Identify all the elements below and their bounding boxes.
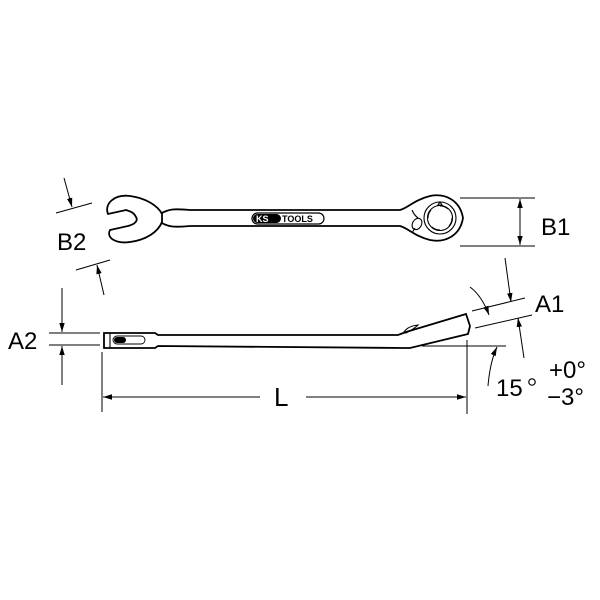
dimension-a1: A1 xyxy=(471,257,564,359)
angle-tolerance-minus: −3° xyxy=(547,384,584,411)
dimension-b2: B2 xyxy=(55,177,111,296)
logo-tools-text: TOOLS xyxy=(282,214,313,224)
brand-logo: KS TOOLS xyxy=(251,212,325,225)
degree-symbol xyxy=(528,378,536,386)
label-a1: A1 xyxy=(535,291,564,318)
label-length: L xyxy=(274,382,288,412)
label-b2: B2 xyxy=(57,229,86,256)
dimension-angle: 15 +0° −3° xyxy=(422,286,586,411)
dimension-b1: B1 xyxy=(460,197,570,247)
logo-ks-text: KS xyxy=(256,214,269,224)
wrench-top-view: KS TOOLS xyxy=(106,194,464,244)
label-a2: A2 xyxy=(8,328,37,355)
ratchet-ring-head xyxy=(409,201,457,235)
dimension-length: L xyxy=(101,340,468,414)
angle-tolerance-plus: +0° xyxy=(549,357,586,384)
open-end-head xyxy=(106,194,163,244)
wrench-side-view xyxy=(103,312,471,349)
dimension-a2: A2 xyxy=(8,288,100,385)
label-b1: B1 xyxy=(541,214,570,241)
angle-value: 15 xyxy=(496,375,523,402)
